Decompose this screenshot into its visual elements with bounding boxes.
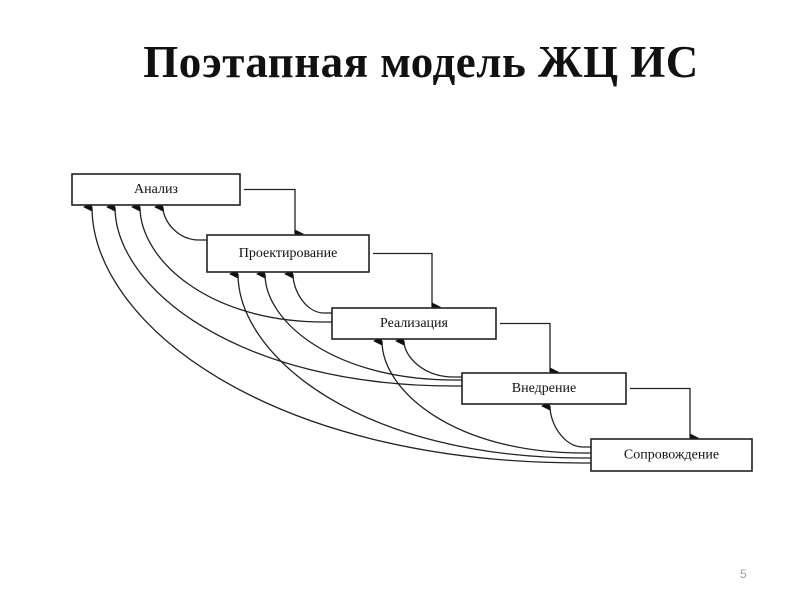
forward-arrow	[373, 252, 441, 312]
forward-arrow	[500, 322, 559, 377]
stage-rect	[461, 372, 627, 405]
forward-arrow	[630, 387, 699, 443]
stage-label: Анализ	[134, 182, 178, 197]
page-number: 5	[740, 567, 747, 581]
stage-label: Внедрение	[512, 381, 576, 396]
stage-box: Внедрение	[461, 372, 627, 405]
feedback-arrow	[106, 202, 462, 387]
feedback-arrow	[131, 202, 332, 323]
stage-rect	[590, 438, 753, 472]
forward-arrow	[244, 188, 304, 239]
feedback-arrow	[256, 269, 462, 381]
stage-label: Сопровождение	[624, 448, 719, 463]
feedback-arrow	[83, 202, 591, 464]
feedback-arrow	[229, 269, 591, 459]
stage-label: Реализация	[380, 316, 449, 331]
stage-box: Анализ	[71, 173, 241, 206]
stage-rect	[331, 307, 497, 340]
stage-rect	[71, 173, 241, 206]
feedback-arrow	[373, 336, 591, 454]
stage-rect	[206, 234, 370, 273]
feedback-arrow	[395, 336, 462, 378]
feedback-arrow	[541, 401, 591, 448]
stage-box: Проектирование	[206, 234, 370, 273]
feedback-arrow	[154, 202, 207, 241]
stage-box: Сопровождение	[590, 438, 753, 472]
slide-title: Поэтапная модель ЖЦ ИС	[143, 37, 699, 87]
stage-box: Реализация	[331, 307, 497, 340]
feedback-arrow	[284, 269, 332, 314]
stage-label: Проектирование	[239, 246, 338, 261]
